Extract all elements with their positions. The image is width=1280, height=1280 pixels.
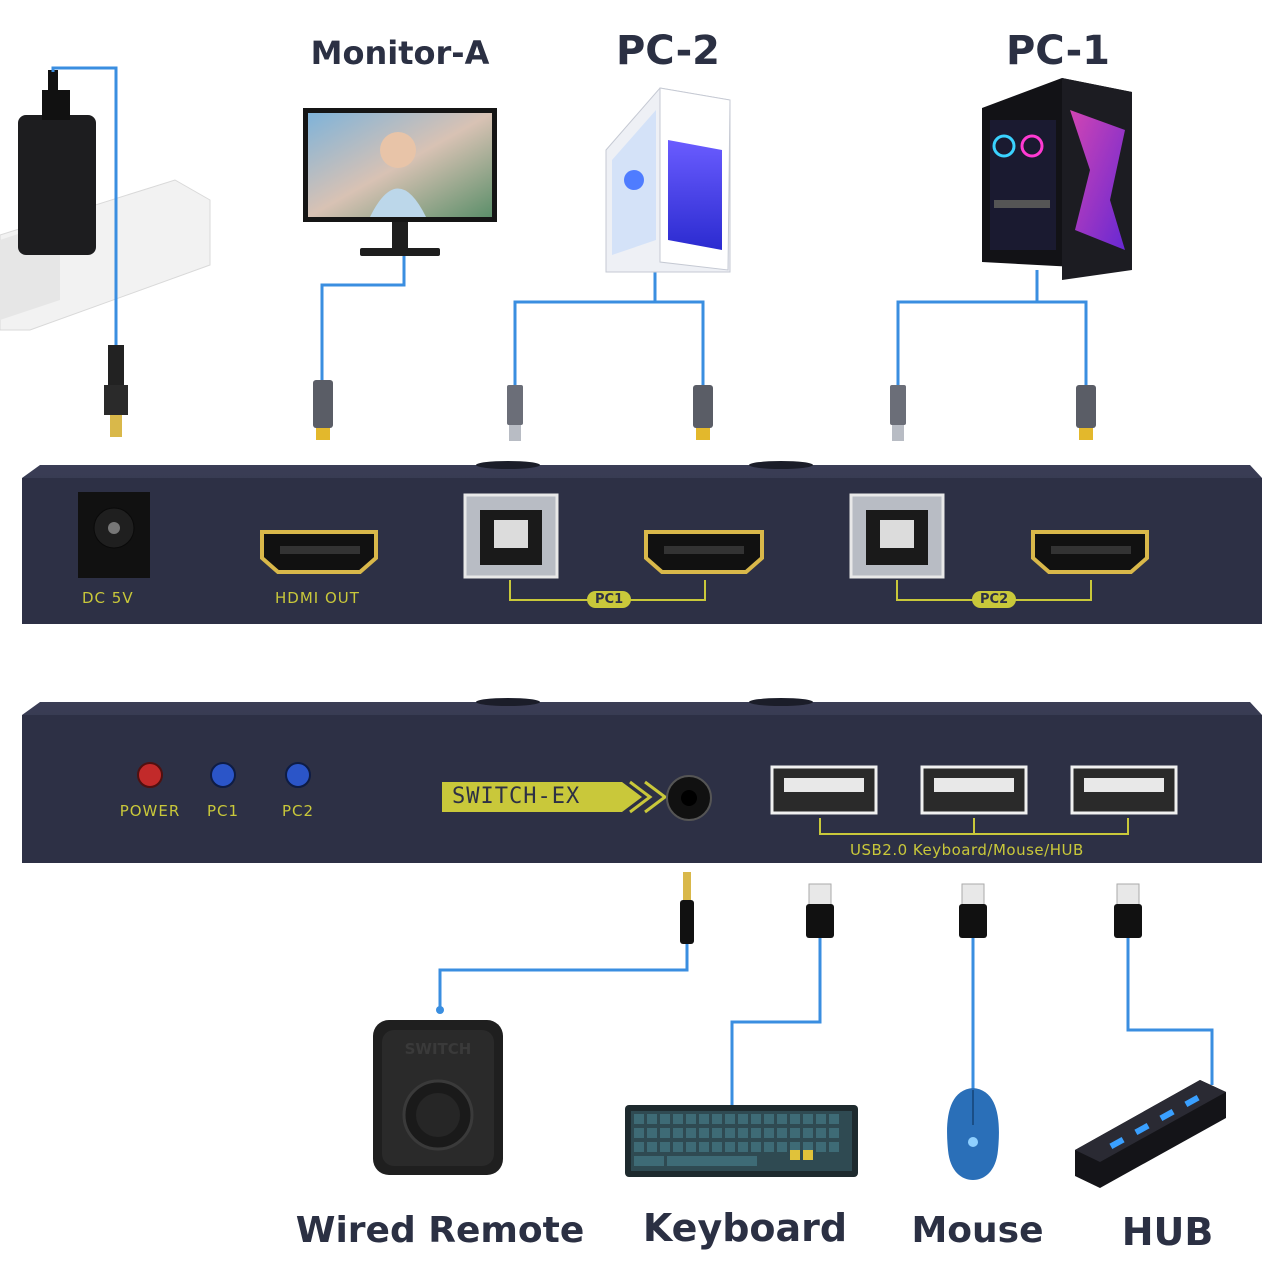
pc1-hdmi-port bbox=[644, 530, 764, 574]
front-panel bbox=[22, 698, 1262, 863]
pc1-led bbox=[210, 762, 236, 788]
mouse-title: Mouse bbox=[911, 1210, 1044, 1251]
hdmi-plug-pc1 bbox=[1076, 385, 1096, 440]
pc1-group-tag: PC1 bbox=[587, 591, 632, 608]
usb-plug-mouse bbox=[959, 883, 987, 938]
pc1-group-bracket-left bbox=[509, 580, 594, 601]
pc1-group-bracket-right bbox=[624, 580, 706, 601]
hdmi-out-port bbox=[260, 530, 378, 574]
hdmi-plug-pc2 bbox=[693, 385, 713, 440]
pc2-led bbox=[285, 762, 311, 788]
dc-plug bbox=[104, 345, 128, 437]
usb-plug-keyboard bbox=[806, 883, 834, 938]
wired-remote-title: Wired Remote bbox=[295, 1210, 585, 1251]
pc-1-title: PC-1 bbox=[1005, 28, 1111, 74]
dc-5v-label: DC 5V bbox=[82, 589, 134, 607]
pc1-led-label: PC1 bbox=[206, 802, 240, 820]
keyboard-title: Keyboard bbox=[642, 1206, 848, 1250]
dc-jack bbox=[78, 492, 150, 578]
power-led-label: POWER bbox=[119, 802, 181, 820]
switch-ex-label: SWITCH-EX bbox=[452, 784, 581, 809]
monitor-a bbox=[303, 108, 497, 256]
wired-remote bbox=[373, 1020, 503, 1175]
remote-jack bbox=[666, 775, 712, 821]
usb-ports-label: USB2.0 Keyboard/Mouse/HUB bbox=[850, 841, 1084, 859]
power-adapter bbox=[18, 70, 96, 255]
pc2-hdmi-port bbox=[1031, 530, 1149, 574]
power-led bbox=[137, 762, 163, 788]
mouse bbox=[947, 1088, 999, 1180]
pc-1-tower bbox=[982, 78, 1132, 280]
hdmi-plug-monitor bbox=[313, 380, 333, 440]
pc-2-tower bbox=[605, 87, 731, 273]
pc2-usb-b-port bbox=[849, 493, 945, 579]
usb-a-ports bbox=[770, 765, 1178, 815]
switch-ex-tag-shape bbox=[442, 780, 668, 814]
usb-b-plug-pc1 bbox=[890, 385, 906, 441]
hub-title: HUB bbox=[1121, 1210, 1214, 1254]
remote-switch-text: SWITCH bbox=[404, 1040, 472, 1058]
usb-plug-hub bbox=[1114, 883, 1142, 938]
pc2-led-label: PC2 bbox=[281, 802, 315, 820]
pc2-group-bracket-left bbox=[896, 580, 978, 601]
usb-b-plug-pc2 bbox=[507, 385, 523, 441]
keyboard bbox=[625, 1105, 858, 1177]
pc-2-title: PC-2 bbox=[615, 28, 721, 74]
hdmi-out-label: HDMI OUT bbox=[275, 589, 360, 607]
pc2-group-tag: PC2 bbox=[972, 591, 1017, 608]
usb-hub bbox=[1075, 1080, 1226, 1188]
top-cables bbox=[51, 66, 1088, 385]
pc1-usb-b-port bbox=[463, 493, 559, 579]
pc2-group-bracket-right bbox=[1010, 580, 1092, 601]
bottom-cables bbox=[438, 938, 1214, 1105]
monitor-a-title: Monitor-A bbox=[310, 34, 490, 72]
audio-plug bbox=[680, 872, 694, 944]
